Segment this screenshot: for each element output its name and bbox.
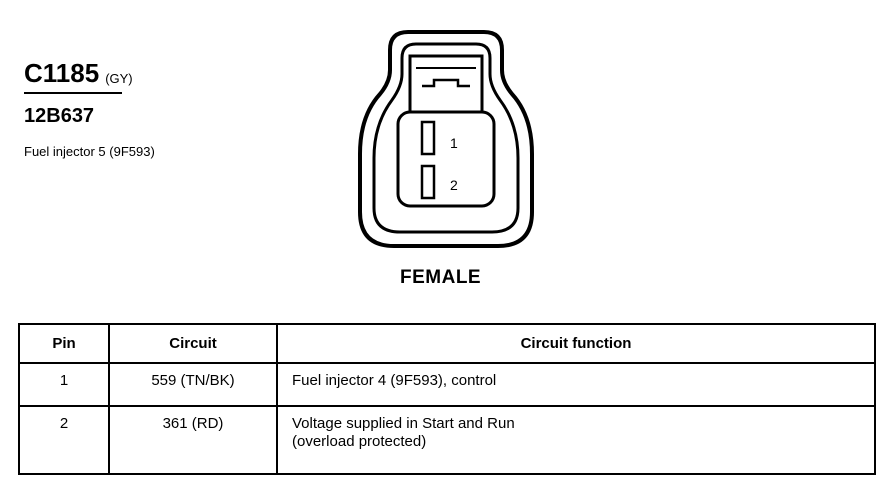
header-circuit: Circuit bbox=[108, 323, 278, 364]
pin-cavity-1 bbox=[420, 120, 436, 156]
connector-id-underline bbox=[24, 92, 122, 94]
connector-header: C1185 (GY) 12B637 Fuel injector 5 (9F593) bbox=[24, 58, 155, 160]
pinout-table: Pin Circuit Circuit function 1 559 (TN/B… bbox=[18, 323, 876, 475]
pin-label-2: 2 bbox=[450, 177, 458, 193]
row-function-line: Voltage supplied in Start and Run bbox=[292, 415, 515, 432]
connector-gender-label: FEMALE bbox=[400, 267, 482, 288]
component-description: Fuel injector 5 (9F593) bbox=[24, 144, 155, 159]
connector-id: C1185 bbox=[24, 58, 100, 88]
table-row: 2 361 (RD) Voltage supplied in Start and… bbox=[18, 405, 876, 475]
row-circuit: 361 (RD) bbox=[108, 405, 278, 475]
row-circuit: 559 (TN/BK) bbox=[108, 362, 278, 407]
pin-label-1: 1 bbox=[450, 135, 458, 151]
header-pin: Pin bbox=[18, 323, 110, 364]
pin-cavity-2 bbox=[420, 164, 436, 200]
row-function-line: Fuel injector 4 (9F593), control bbox=[292, 372, 497, 389]
row-function: Voltage supplied in Start and Run (overl… bbox=[276, 405, 876, 475]
connector-id-line: C1185 (GY) bbox=[24, 58, 155, 88]
connector-outer-housing bbox=[358, 30, 534, 248]
locking-tab-notch bbox=[422, 78, 470, 88]
row-pin: 1 bbox=[18, 362, 110, 407]
terminal-block bbox=[396, 110, 496, 208]
row-function-line: (overload protected) bbox=[292, 433, 427, 450]
connector-inner-housing bbox=[372, 42, 520, 234]
connector-color-code: (GY) bbox=[105, 71, 133, 86]
table-header-row: Pin Circuit Circuit function bbox=[18, 323, 876, 364]
table-row: 1 559 (TN/BK) Fuel injector 4 (9F593), c… bbox=[18, 362, 876, 407]
row-pin: 2 bbox=[18, 405, 110, 475]
part-number: 12B637 bbox=[24, 105, 95, 127]
row-function: Fuel injector 4 (9F593), control bbox=[276, 362, 876, 407]
header-circuit-function: Circuit function bbox=[276, 323, 876, 364]
connector-face-diagram: 1 2 bbox=[358, 30, 534, 248]
